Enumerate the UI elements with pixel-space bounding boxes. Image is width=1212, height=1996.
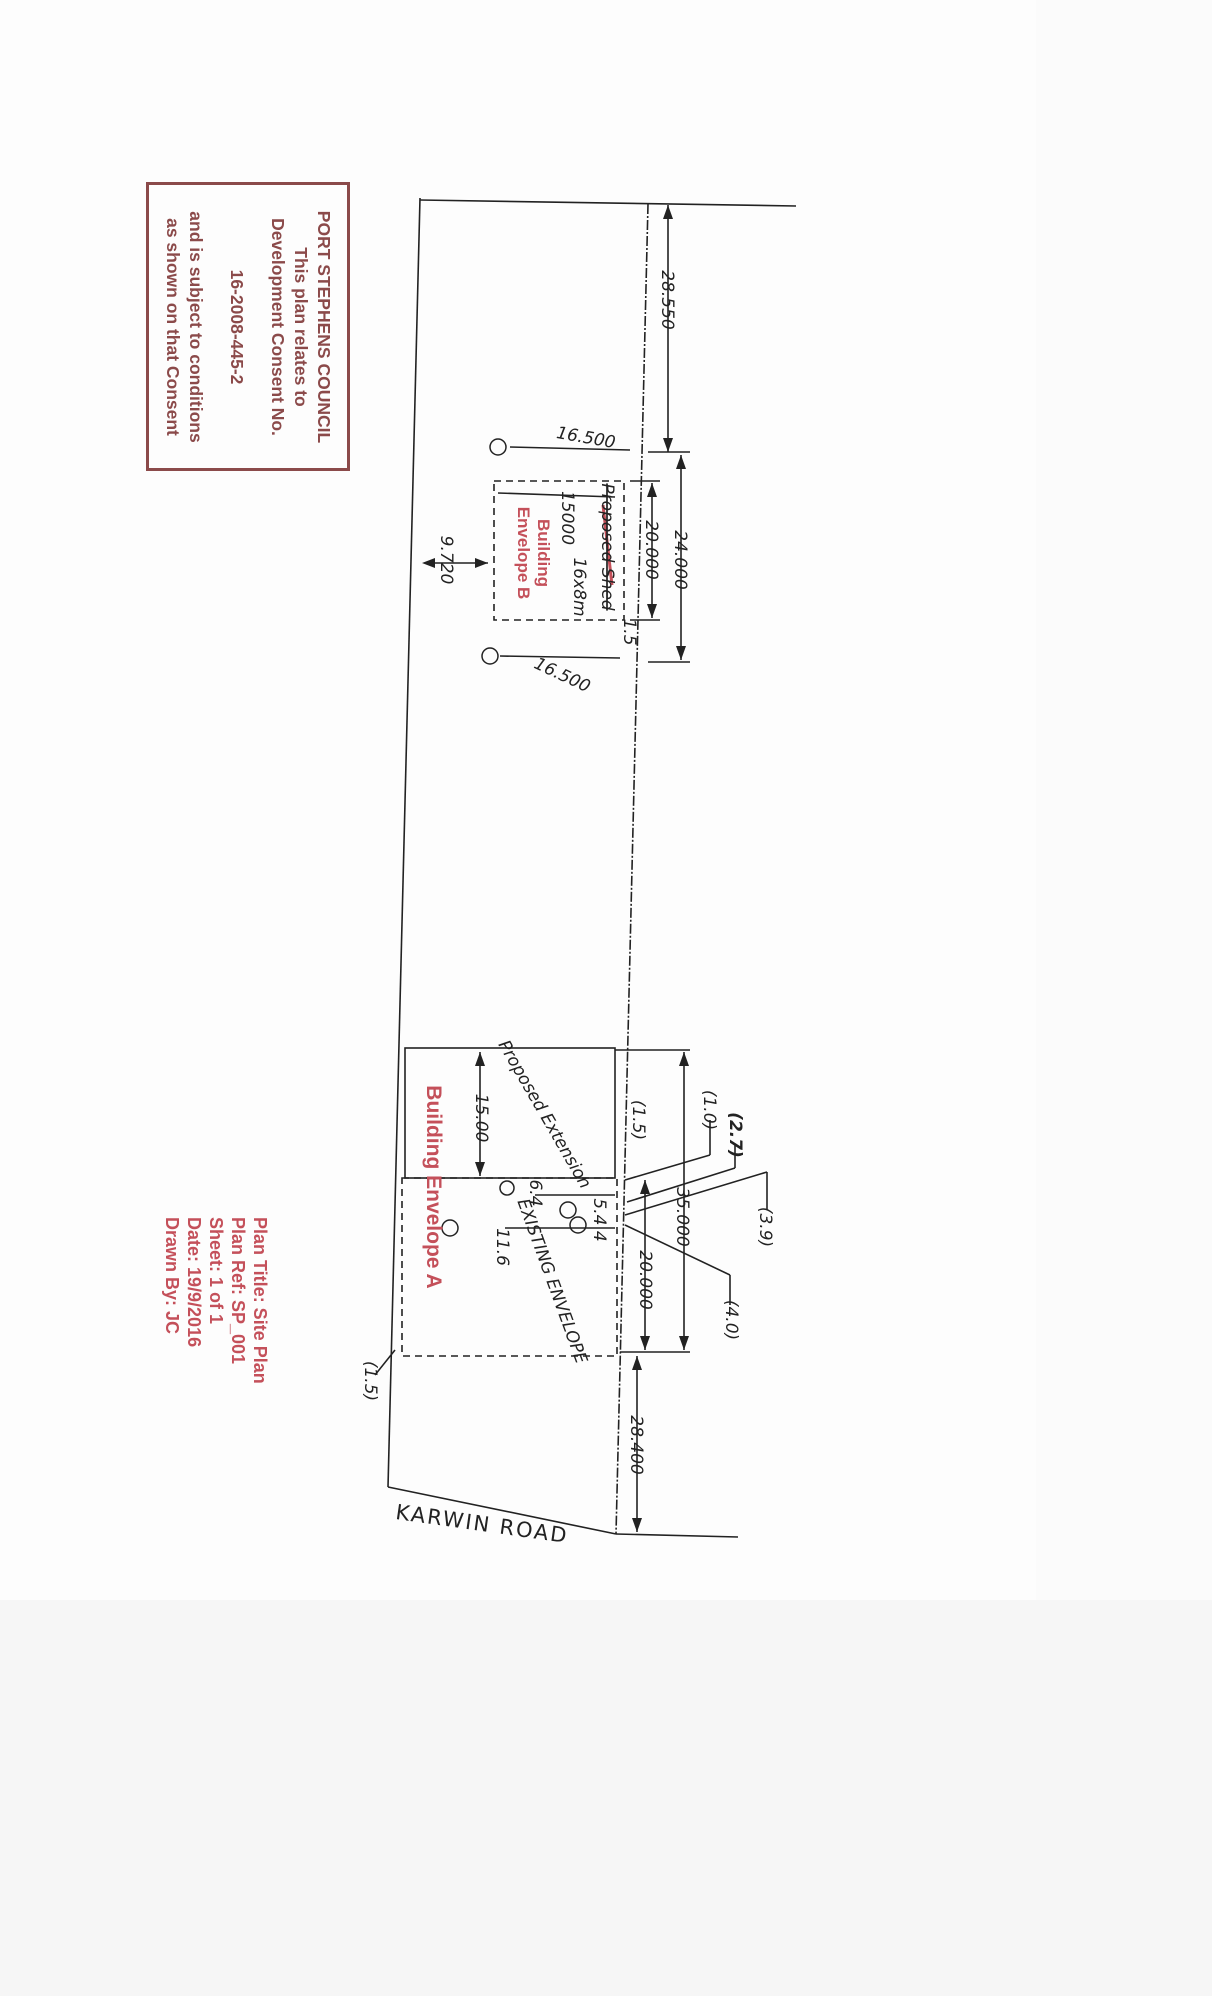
leader-line bbox=[374, 1349, 396, 1376]
shed-size-label: 16x8m bbox=[569, 557, 589, 616]
building-envelope-b-label-1: Building bbox=[534, 519, 553, 587]
leader-line bbox=[624, 1154, 711, 1181]
plan-sheet: Sheet: 1 of 1 bbox=[206, 1217, 226, 1325]
dim-side-setback-label: 9.720 bbox=[436, 536, 456, 585]
arrowhead bbox=[676, 646, 686, 660]
scanned-sheet bbox=[0, 0, 1036, 1600]
tree-dist-2: 11.6 bbox=[492, 1228, 512, 1266]
tree-icon bbox=[441, 1219, 459, 1237]
scan-margin bbox=[0, 1600, 1212, 1996]
arrowhead bbox=[679, 1336, 689, 1350]
envelope-b-width-line bbox=[497, 492, 616, 498]
arrowhead bbox=[679, 1052, 689, 1066]
arrowhead bbox=[475, 1162, 485, 1176]
envelope-b-width-label: 15000 bbox=[557, 491, 577, 545]
tree-offset-line bbox=[499, 655, 621, 659]
plan-title-block: Plan Title: Site Plan Plan Ref: SP_001 S… bbox=[161, 1217, 271, 1437]
tree-icon bbox=[559, 1201, 577, 1219]
height-label: (4.0) bbox=[721, 1300, 741, 1340]
dim-b-inner-label: 20.000 bbox=[641, 520, 661, 579]
plan-drawn-by: Drawn By: JC bbox=[162, 1217, 182, 1335]
stamp-line: Development Consent No. bbox=[268, 217, 288, 436]
arrowhead bbox=[640, 1180, 650, 1194]
proposed-shed-struck-label: Proposed Shed bbox=[597, 483, 617, 610]
dim-a-inner-label: 20.000 bbox=[635, 1250, 655, 1309]
tree-dist-3: 5.4 4 bbox=[589, 1198, 609, 1241]
tree-offset-line bbox=[509, 446, 631, 451]
height-label: (1.5) bbox=[628, 1100, 648, 1140]
leader-line bbox=[624, 1171, 768, 1216]
arrowhead bbox=[647, 483, 657, 497]
arrowhead bbox=[676, 455, 686, 469]
leader-line bbox=[624, 1224, 731, 1276]
karwin-road-frontage bbox=[387, 1486, 617, 1535]
height-label: (1.0) bbox=[699, 1090, 719, 1130]
dim-front-label: 28.400 bbox=[626, 1415, 646, 1474]
lot-boundary-right bbox=[615, 203, 649, 1535]
plan-date: Date: 19/9/2016 bbox=[184, 1217, 204, 1348]
stamp-line: This plan relates to bbox=[291, 246, 311, 407]
building-envelope-a bbox=[401, 1177, 618, 1357]
dim-a-outer-label: 35.000 bbox=[672, 1187, 692, 1246]
road-edge-line bbox=[615, 1533, 739, 1538]
strike-through bbox=[601, 504, 614, 586]
height-label: (1.5) bbox=[360, 1361, 380, 1401]
building-envelope-b-label-2: Envelope B bbox=[514, 507, 533, 600]
proposed-extension-label: Proposed Extension bbox=[494, 1037, 595, 1192]
plan-ref: Plan Ref: SP_001 bbox=[228, 1217, 248, 1365]
dim-tree-bottom-label: 16.500 bbox=[531, 654, 593, 697]
stamp-line: and is subject to conditions bbox=[186, 210, 206, 443]
tree-icon bbox=[489, 438, 507, 456]
plan-title: Plan Title: Site Plan bbox=[250, 1217, 270, 1384]
dim-rear-label: 28.550 bbox=[657, 270, 677, 329]
dim-b-outer-label: 24.000 bbox=[670, 530, 690, 589]
stamp-consent-number: 16-2008-445-2 bbox=[227, 269, 247, 384]
lot-boundary-rear bbox=[419, 199, 797, 207]
arrowhead bbox=[640, 1336, 650, 1350]
building-envelope-a-label: Building Envelope A bbox=[422, 1085, 445, 1288]
arrowhead bbox=[632, 1356, 642, 1370]
tree-dist-1: 6.4 bbox=[525, 1179, 545, 1206]
building-envelope-b bbox=[493, 480, 625, 621]
tree-icon bbox=[499, 1180, 515, 1196]
arrowhead bbox=[422, 558, 435, 568]
leader-line bbox=[626, 1167, 736, 1203]
council-approval-stamp: PORT STEPHENS COUNCIL This plan relates … bbox=[146, 182, 350, 471]
arrowhead bbox=[663, 205, 673, 219]
extension-depth-label: 15.00 bbox=[471, 1094, 491, 1143]
height-label: (2.7) bbox=[725, 1112, 745, 1158]
envelope-b-setback-label: 1.5 bbox=[619, 618, 639, 645]
arrowhead bbox=[632, 1518, 642, 1532]
existing-envelope-label: EXISTING ENVELOPE bbox=[513, 1196, 591, 1367]
lot-boundary-left bbox=[387, 197, 421, 1488]
tree-icon bbox=[481, 647, 499, 665]
stamp-council-name: PORT STEPHENS COUNCIL bbox=[314, 210, 334, 443]
stamp-text: PORT STEPHENS COUNCIL This plan relates … bbox=[150, 186, 346, 467]
arrowhead bbox=[475, 1052, 485, 1066]
tree-icon bbox=[569, 1216, 587, 1234]
height-label: (3.9) bbox=[755, 1207, 775, 1247]
arrowhead bbox=[475, 558, 488, 568]
stamp-line: as shown on that Consent bbox=[163, 217, 183, 436]
arrowhead bbox=[663, 438, 673, 452]
arrowhead bbox=[647, 604, 657, 618]
